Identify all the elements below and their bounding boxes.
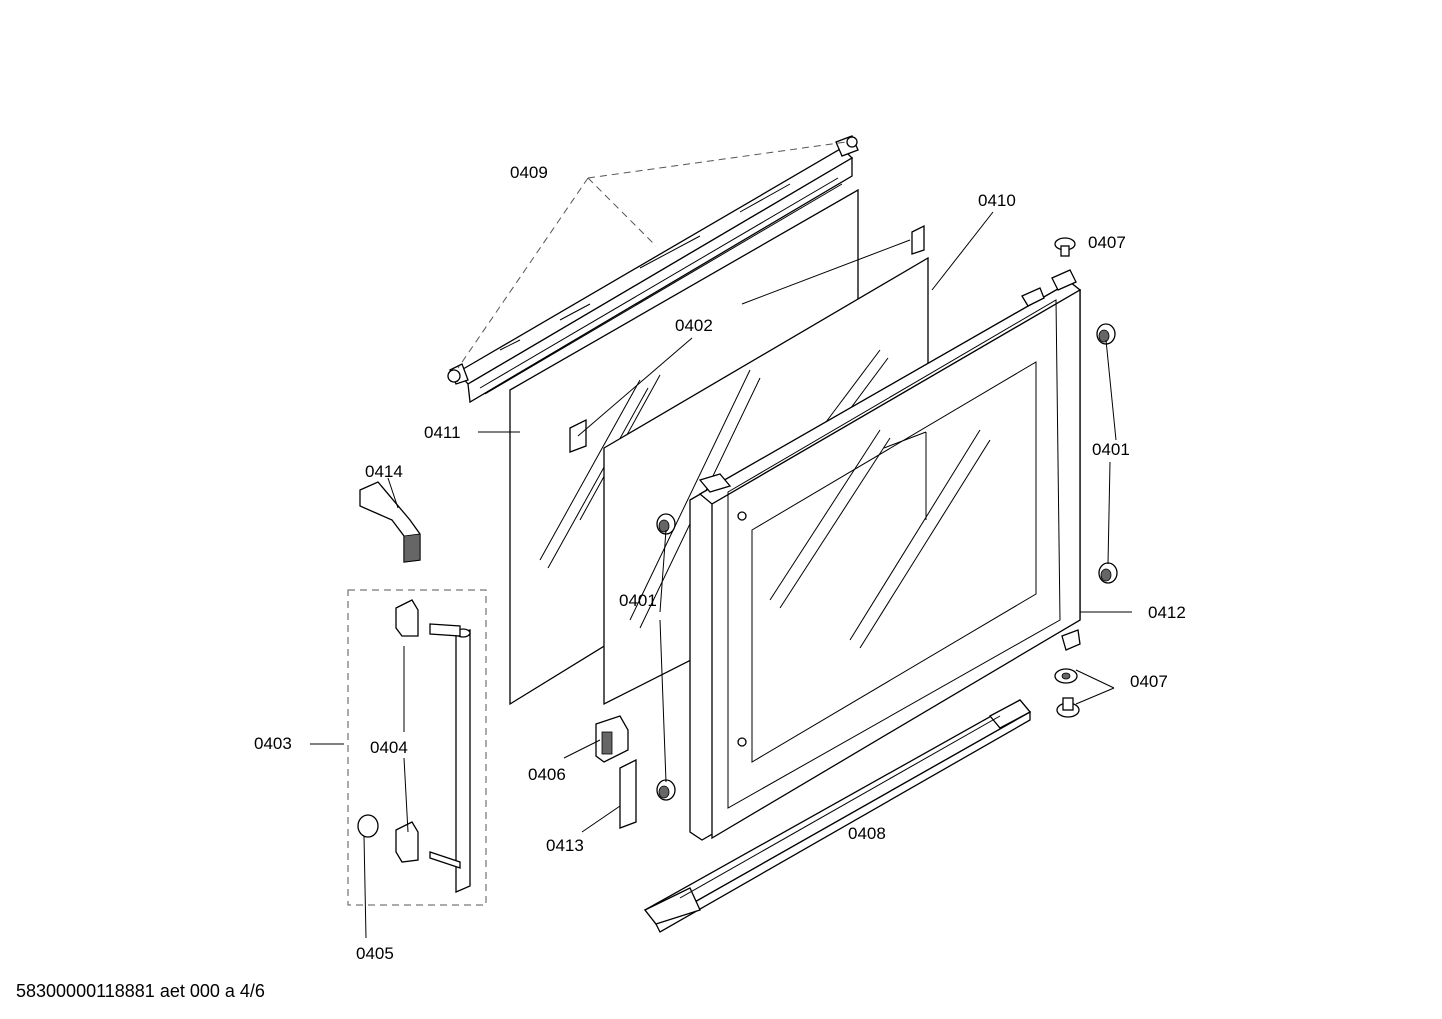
label-0414: 0414 (365, 462, 403, 481)
label-0403: 0403 (254, 734, 292, 753)
label-0409: 0409 (510, 163, 548, 182)
bottom-rail-part (643, 699, 1032, 933)
label-0407-bottom: 0407 (1130, 672, 1168, 691)
label-0406: 0406 (528, 765, 566, 784)
label-0404: 0404 (370, 738, 408, 757)
top-rail-part (447, 135, 859, 404)
bracket-part (359, 481, 421, 563)
label-0412: 0412 (1148, 603, 1186, 622)
label-0411: 0411 (424, 423, 461, 442)
label-0405: 0405 (356, 944, 394, 963)
label-0401-right: 0401 (1092, 440, 1130, 459)
label-0413: 0413 (546, 836, 584, 855)
door-handle (357, 599, 471, 893)
outer-door-frame (689, 269, 1082, 841)
drawing-reference-footer: 58300000118881 aet 000 a 4/6 (16, 981, 265, 1001)
label-0402: 0402 (675, 316, 713, 335)
label-0401-left: 0401 (619, 591, 657, 610)
screw-part (1054, 237, 1080, 718)
latch-part (595, 715, 629, 763)
label-0408: 0408 (848, 824, 886, 843)
seal-strip-part (619, 758, 637, 829)
label-0407-top: 0407 (1088, 233, 1126, 252)
handle-group-box (347, 589, 487, 906)
label-0410: 0410 (978, 191, 1016, 210)
